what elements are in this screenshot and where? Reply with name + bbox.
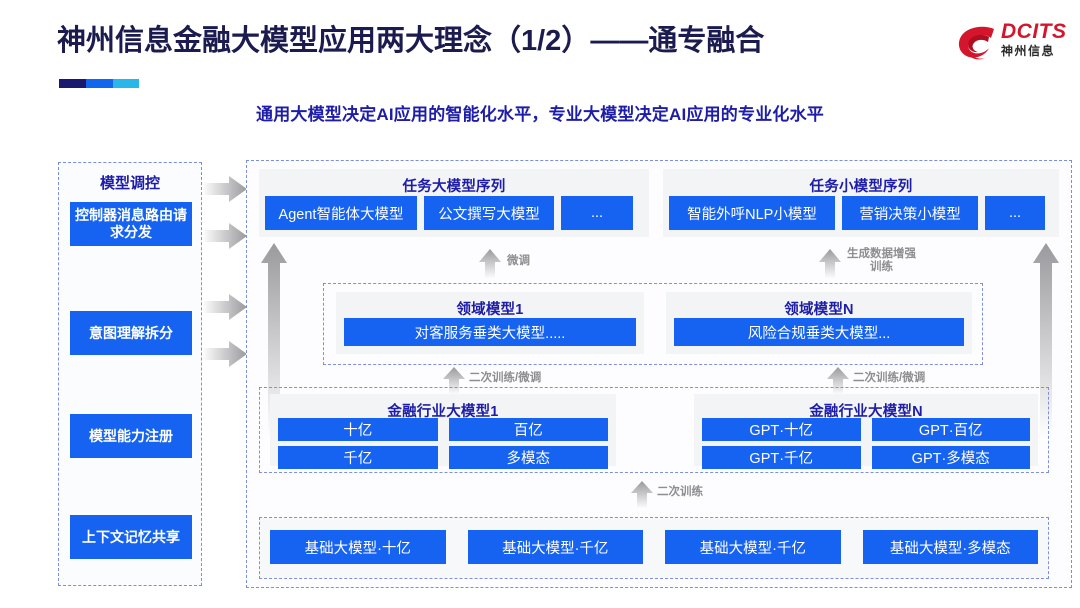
industry-chip-n-gpt-multimodal[interactable]: GPT·多模态 [871,446,1030,469]
flow-arrow-up-data-aug [819,249,841,279]
flow-arrow-up-right-tall [1033,243,1059,440]
industry-model-n-chips: GPT·十亿 GPT·百亿 GPT·千亿 GPT·多模态 [702,418,1030,469]
task-chip-document-writing[interactable]: 公文撰写大模型 [424,196,554,230]
base-chip-shiyi[interactable]: 基础大模型·十亿 [270,530,446,564]
industry-chip-n-gpt-baiyi[interactable]: GPT·百亿 [871,418,1030,441]
flow-label-retrain-right: 二次训练/微调 [853,372,926,384]
logo-text-cn: 神州信息 [1001,44,1056,58]
industry-chip-1-baiyi[interactable]: 百亿 [448,418,608,441]
flow-arrow-right-3 [202,294,247,320]
industry-chip-n-gpt-shiyi[interactable]: GPT·十亿 [702,418,861,441]
industry-chip-1-shiyi[interactable]: 十亿 [278,418,438,441]
industry-chip-n-gpt-qianyi[interactable]: GPT·千亿 [702,446,861,469]
flow-arrow-right-1 [202,176,247,202]
sidebar-item-intent-parsing[interactable]: 意图理解拆分 [70,311,192,355]
page-title: 神州信息金融大模型应用两大理念（1/2）——通专融合 [57,25,765,57]
accent-segment-1 [59,79,86,88]
task-chip-more[interactable]: ... [561,196,633,230]
flow-label-fine-tune: 微调 [507,255,530,267]
flow-arrow-right-4 [202,341,247,367]
flow-label-retrain: 二次训练 [657,486,703,498]
task-small-model-title: 任务小模型序列 [809,179,913,195]
flow-arrow-up-fine-tune [479,249,501,279]
dcits-logo: DCITS 神州信息 [955,20,1070,70]
task-small-model-group: 任务小模型序列 智能外呼NLP小模型 营销决策小模型 ... [663,169,1059,237]
industry-model-n-group: 金融行业大模型N GPT·十亿 GPT·百亿 GPT·千亿 GPT·多模态 [694,394,1038,469]
base-chip-qianyi-1[interactable]: 基础大模型·千亿 [467,530,643,564]
flow-label-data-aug: 生成数据增强 训练 [847,248,916,273]
task-chip-marketing-decision[interactable]: 营销决策小模型 [842,196,978,230]
flow-arrow-up-retrain-right [827,367,849,395]
domain-model-n-group: 领域模型N 风险合规垂类大模型... [666,292,972,354]
base-chip-qianyi-2[interactable]: 基础大模型·千亿 [665,530,841,564]
accent-segment-3 [113,79,139,88]
industry-chip-1-multimodal[interactable]: 多模态 [448,446,608,469]
base-chip-multimodal[interactable]: 基础大模型·多模态 [862,530,1038,564]
dcits-logo-mark-icon [955,24,999,64]
architecture-diagram-panel: 任务大模型序列 Agent智能体大模型 公文撰写大模型 ... 任务小模型序列 … [246,160,1072,588]
base-model-chips: 基础大模型·十亿 基础大模型·千亿 基础大模型·千亿 基础大模型·多模态 [270,530,1038,564]
model-control-title: 模型调控 [99,175,160,192]
task-large-model-title: 任务大模型序列 [402,179,506,195]
domain-model-n-title: 领域模型N [784,302,854,318]
domain-model-container: 领域模型1 对客服务垂类大模型..... 领域模型N 风险合规垂类大模型... [323,283,983,365]
industry-model-1-chips: 十亿 百亿 千亿 多模态 [278,418,608,469]
flow-arrow-right-2 [202,223,247,249]
domain-model-1-chip[interactable]: 对客服务垂类大模型..... [344,318,636,346]
domain-model-1-title: 领域模型1 [456,302,524,318]
industry-model-container: 金融行业大模型1 十亿 百亿 千亿 多模态 金融行业大模型N GPT·十亿 GP… [259,387,1049,473]
task-large-model-chips: Agent智能体大模型 公文撰写大模型 ... [265,196,643,230]
page-subtitle: 通用大模型决定AI应用的智能化水平，专业大模型决定AI应用的专业化水平 [256,105,824,124]
base-model-inner: 基础大模型·十亿 基础大模型·千亿 基础大模型·千亿 基础大模型·多模态 [260,518,1048,578]
task-small-model-chips: 智能外呼NLP小模型 营销决策小模型 ... [669,196,1053,230]
flow-label-retrain-left: 二次训练/微调 [469,372,542,384]
dcits-logo-text: DCITS 神州信息 [1001,21,1067,59]
flow-arrow-up-left-tall [261,243,287,440]
sidebar-item-controller-routing[interactable]: 控制器消息路由请求分发 [70,202,192,246]
industry-model-n-title: 金融行业大模型N [809,404,923,420]
industry-model-1-group: 金融行业大模型1 十亿 百亿 千亿 多模态 [270,394,616,469]
title-accent-bar [59,79,139,88]
flow-arrow-up-retrain [631,481,653,509]
domain-model-1-group: 领域模型1 对客服务垂类大模型..... [336,292,644,354]
task-chip-nlp-outbound[interactable]: 智能外呼NLP小模型 [669,196,835,230]
task-large-model-group: 任务大模型序列 Agent智能体大模型 公文撰写大模型 ... [259,169,649,237]
logo-text-en: DCITS [1001,20,1067,43]
domain-model-n-chip[interactable]: 风险合规垂类大模型... [674,318,964,346]
industry-model-1-title: 金融行业大模型1 [387,404,499,420]
base-model-container: 基础大模型·十亿 基础大模型·千亿 基础大模型·千亿 基础大模型·多模态 [259,517,1049,579]
task-chip-agent[interactable]: Agent智能体大模型 [265,196,417,230]
industry-chip-1-qianyi[interactable]: 千亿 [278,446,438,469]
model-control-panel: 模型调控 控制器消息路由请求分发 意图理解拆分 模型能力注册 上下文记忆共享 [58,162,202,586]
accent-segment-2 [86,79,113,88]
task-chip-more-small[interactable]: ... [985,196,1045,230]
sidebar-item-capability-registry[interactable]: 模型能力注册 [70,414,192,458]
flow-arrow-up-retrain-left [443,367,465,395]
sidebar-item-context-memory-sharing[interactable]: 上下文记忆共享 [70,515,192,559]
